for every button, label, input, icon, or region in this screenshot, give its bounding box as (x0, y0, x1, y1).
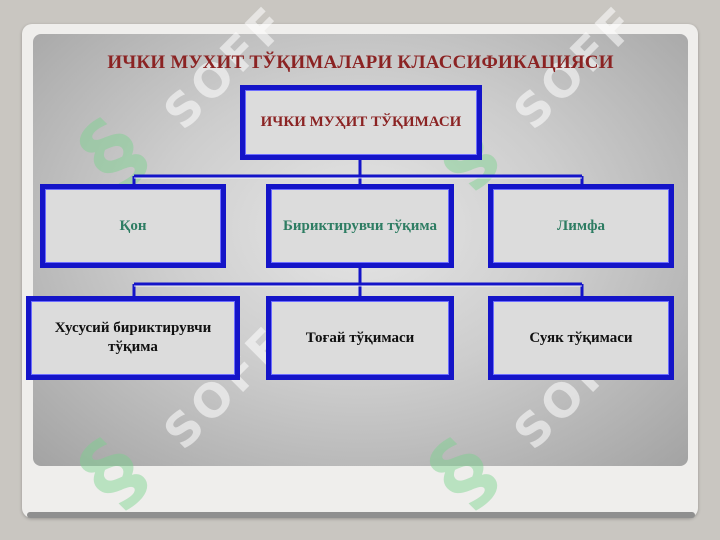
node-cartilage-tissue-label: Тоғай тўқимаси (305, 329, 415, 346)
root-node-label: ИЧКИ МУҲИТ ТЎҚИМАСИ (260, 114, 462, 130)
node-proper-connective-tissue-label: Хусусий бириктирувчи тўқима (54, 320, 212, 355)
node-bone-tissue-label: Суяк тўқимаси (529, 329, 633, 346)
page-title: ИЧКИ МУХИТ ТЎҚИМАЛАРИ КЛАССИФИКАЦИЯСИ (107, 52, 614, 73)
node-blood: Қон (40, 184, 226, 268)
node-blood-label: Қон (119, 217, 147, 234)
node-cartilage-tissue: Тоғай тўқимаси (266, 296, 454, 380)
node-lymph-label: Лимфа (557, 217, 605, 234)
node-connective-tissue-label: Бириктирувчи тўқима (283, 217, 437, 234)
node-connective-tissue: Бириктирувчи тўқима (266, 184, 454, 268)
node-bone-tissue: Суяк тўқимаси (488, 296, 674, 380)
bottom-bar (27, 512, 695, 518)
node-lymph: Лимфа (488, 184, 674, 268)
root-node: ИЧКИ МУҲИТ ТЎҚИМАСИ (240, 85, 482, 160)
node-proper-connective-tissue: Хусусий бириктирувчи тўқима (26, 296, 240, 380)
